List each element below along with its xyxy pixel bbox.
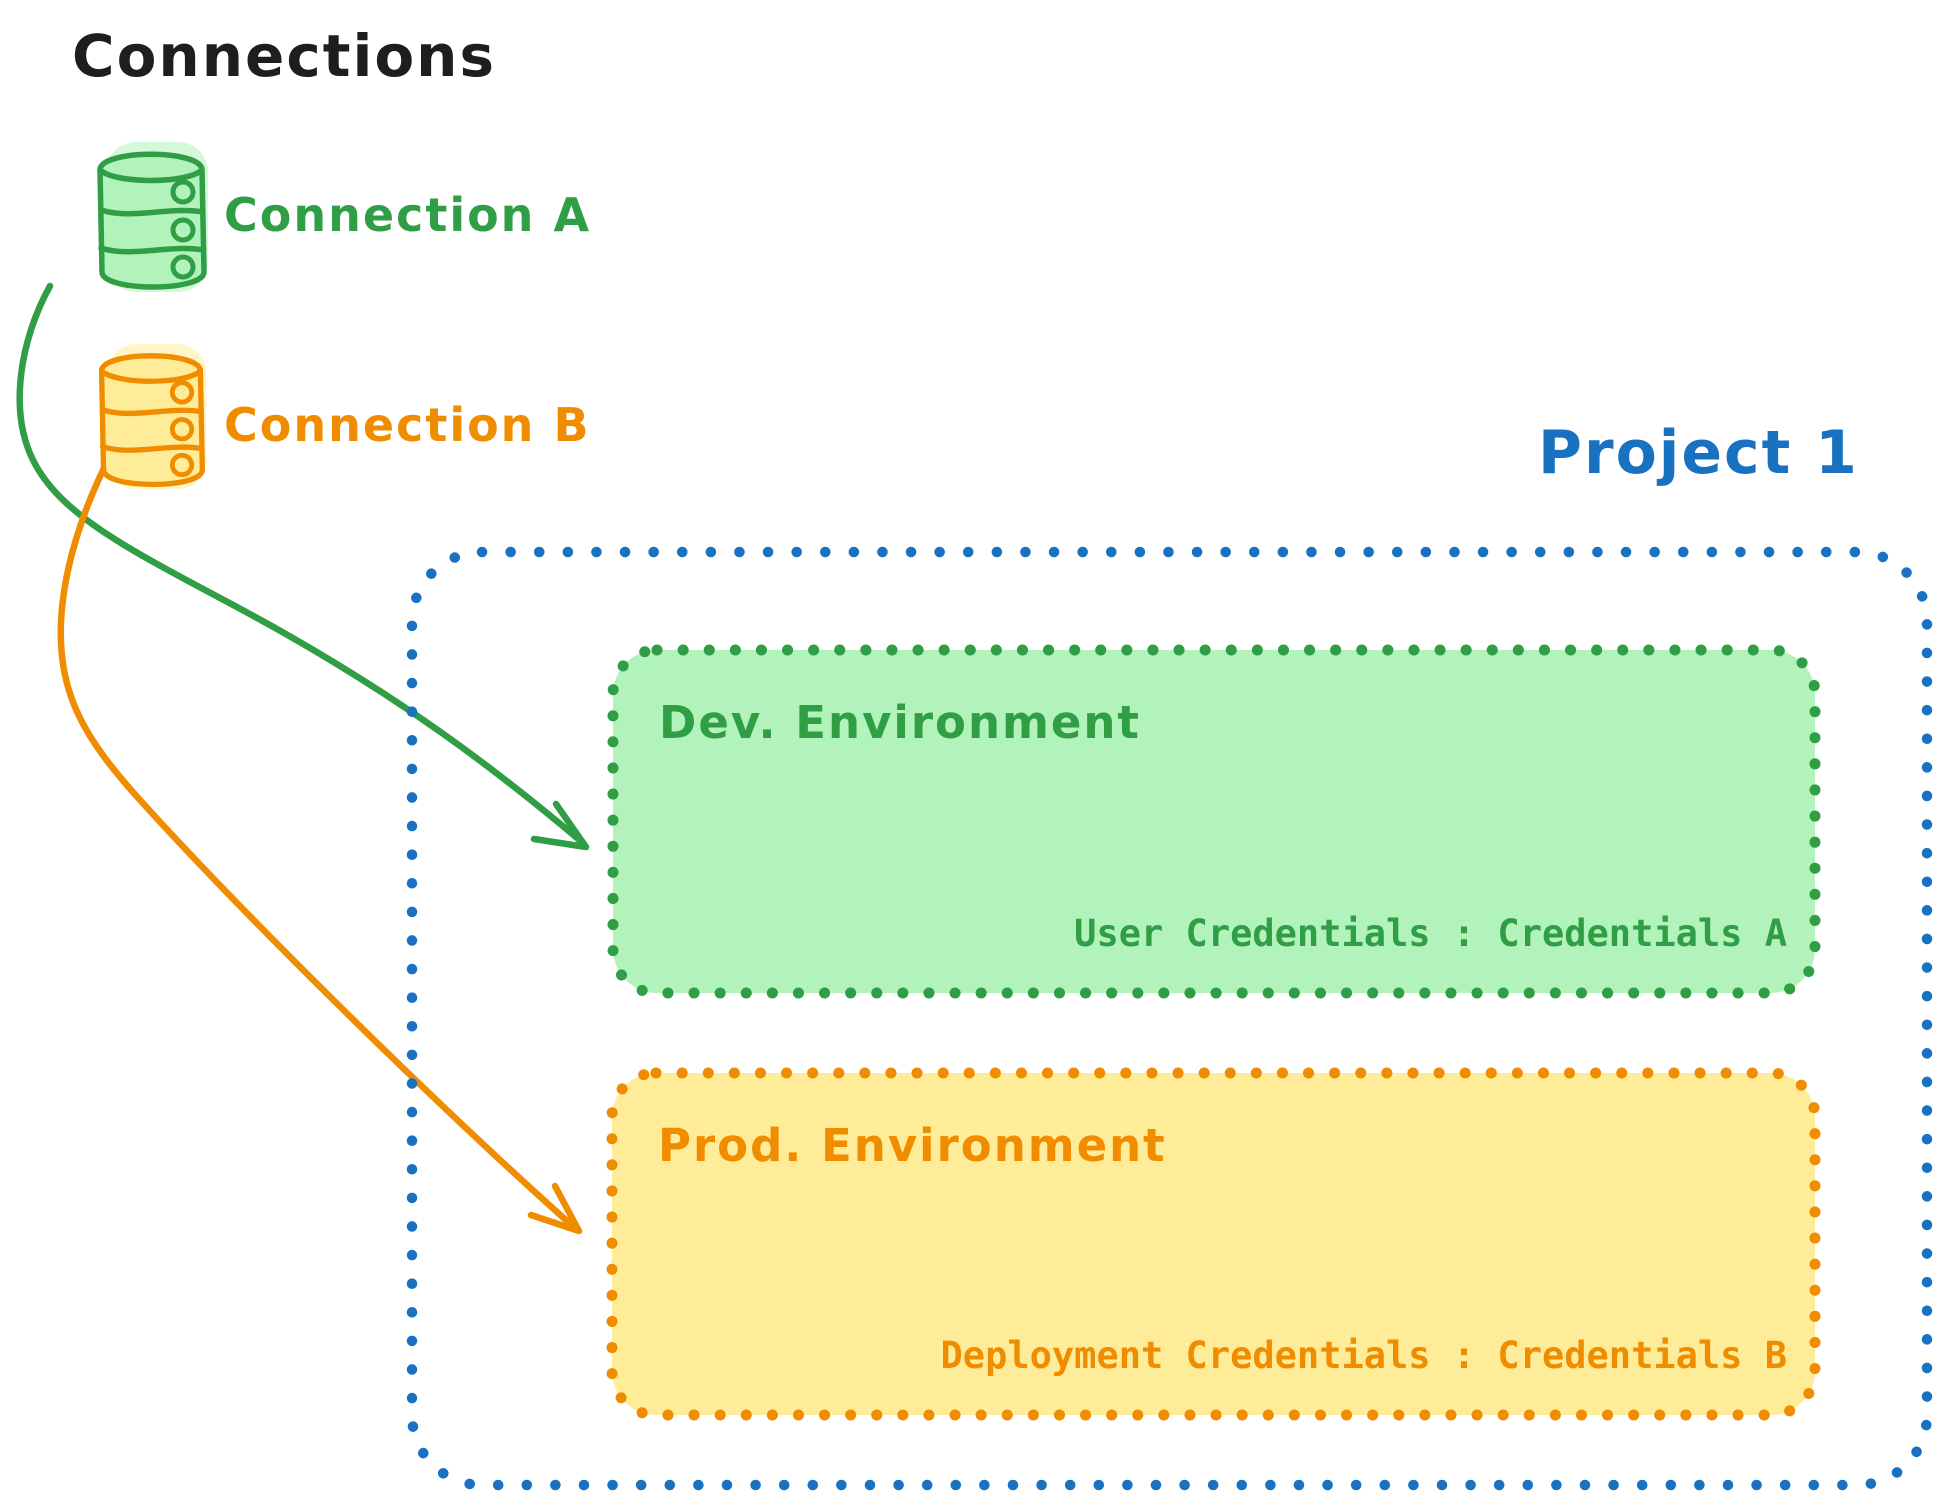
page-title: Connections [72,22,496,90]
dev-environment-box: Dev. Environment User Credentials : Cred… [607,644,1821,999]
prod-environment-title: Prod. Environment [658,1119,1167,1172]
database-icon [86,343,216,501]
dev-environment-title: Dev. Environment [659,696,1141,749]
dev-credentials-text: User Credentials : Credentials A [1074,912,1787,955]
connection-b-item [86,342,216,501]
connection-b-label: Connection B [224,398,591,452]
database-icon [86,142,216,304]
prod-credentials-text: Deployment Credentials : Credentials B [940,1334,1787,1377]
project-title: Project 1 [1538,418,1859,488]
connection-a-item [86,140,216,304]
connection-a-label: Connection A [224,188,592,242]
project-box: Dev. Environment User Credentials : Cred… [406,546,1933,1491]
prod-environment-box: Prod. Environment Deployment Credentials… [606,1067,1821,1421]
